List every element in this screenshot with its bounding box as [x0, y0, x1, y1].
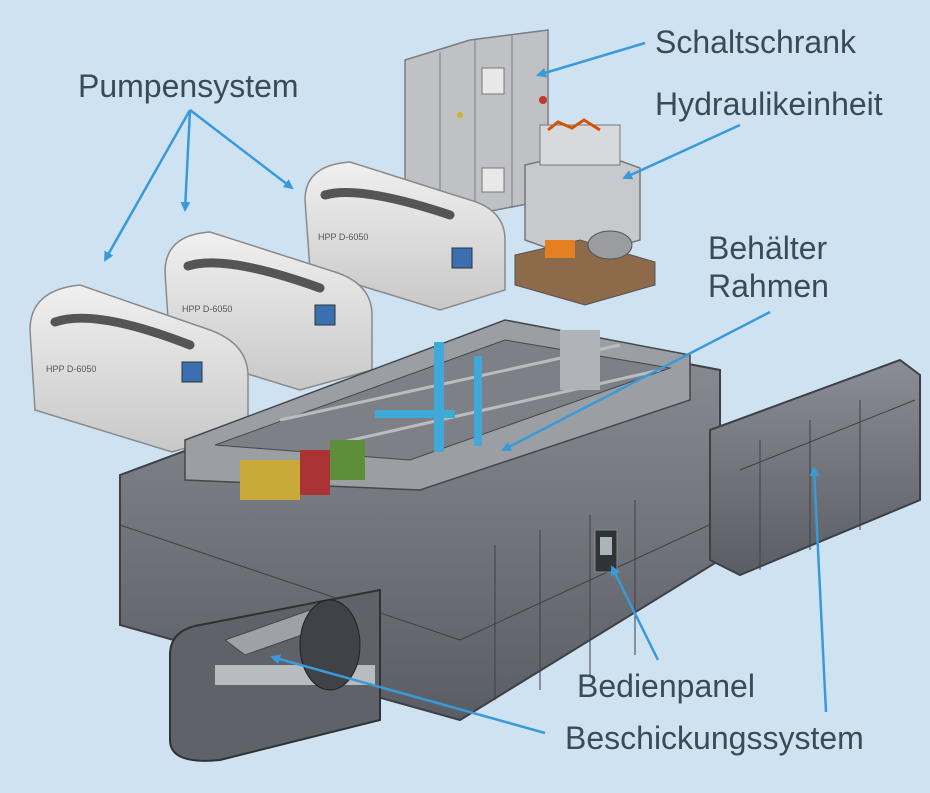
- arrow-beschickung-right: [809, 466, 828, 713]
- annotation-arrows: [103, 41, 828, 735]
- arrow-beschickung-front: [270, 654, 546, 735]
- pump-unit: HPP D-6050: [304, 161, 506, 311]
- pump-badge: HPP D-6050: [46, 364, 96, 374]
- arrow-schaltschrank: [536, 41, 646, 78]
- arrow-pump-middle: [180, 109, 192, 212]
- label-beschickungssystem: Beschickungssystem: [565, 720, 864, 756]
- label-bedienpanel: Bedienpanel: [577, 668, 755, 704]
- loading-system-front: [169, 588, 381, 762]
- arrow-pump-left: [103, 109, 192, 262]
- arrow-hydraulikeinheit: [622, 123, 741, 180]
- hydraulic-unit: [514, 118, 656, 306]
- arrow-behaelter-rahmen: [501, 310, 771, 452]
- label-behaelter: Behälter: [708, 230, 828, 266]
- label-rahmen: Rahmen: [708, 268, 829, 304]
- pump-unit: HPP D-6050: [29, 284, 249, 453]
- pump-badge: HPP D-6050: [182, 304, 232, 314]
- label-schaltschrank: Schaltschrank: [655, 24, 856, 60]
- label-hydraulikeinheit: Hydraulikeinheit: [655, 86, 883, 122]
- pump-badge: HPP D-6050: [318, 232, 368, 242]
- control-cabinet: [404, 29, 549, 216]
- arrow-bedienpanel: [610, 565, 660, 661]
- arrow-pump-right: [189, 109, 294, 190]
- label-pumpensystem: Pumpensystem: [78, 68, 299, 104]
- loading-system-right: [709, 358, 921, 577]
